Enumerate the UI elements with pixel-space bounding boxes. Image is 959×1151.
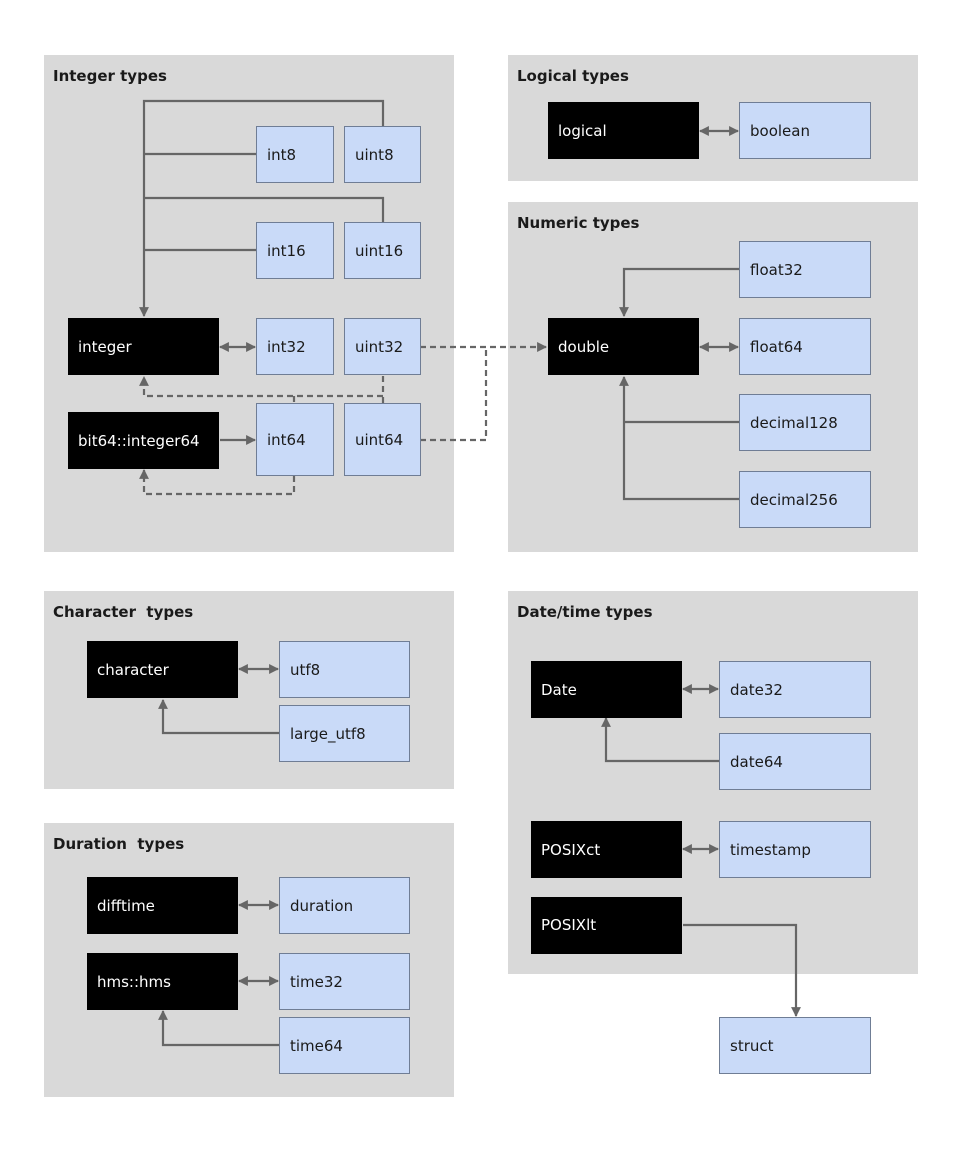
posixlt-box: POSIXlt: [531, 897, 682, 954]
int8-label: int8: [267, 145, 297, 164]
link-large-utf8-character: [158, 699, 280, 735]
time32-label: time32: [290, 972, 343, 991]
character-label: character: [97, 660, 169, 679]
uint8-box: uint8: [344, 126, 421, 183]
struct-box: struct: [719, 1017, 871, 1074]
date64-label: date64: [730, 752, 783, 771]
boolean-box: boolean: [739, 102, 871, 159]
uint16-box: uint16: [344, 222, 421, 279]
int64-label: int64: [267, 430, 306, 449]
link-time64-hms: [158, 1010, 280, 1047]
decimal256-box: decimal256: [739, 471, 871, 528]
logical-box: logical: [548, 102, 699, 159]
character-types-title: Character types: [53, 603, 194, 621]
large-utf8-label: large_utf8: [290, 724, 366, 743]
date-box: Date: [531, 661, 682, 718]
date-label: Date: [541, 680, 577, 699]
timestamp-box: timestamp: [719, 821, 871, 878]
int64-box: int64: [256, 403, 334, 476]
float32-label: float32: [750, 260, 803, 279]
hms-box: hms::hms: [87, 953, 238, 1010]
boolean-label: boolean: [750, 121, 810, 140]
struct-label: struct: [730, 1036, 774, 1055]
decimal256-label: decimal256: [750, 490, 838, 509]
float64-box: float64: [739, 318, 871, 375]
hms-label: hms::hms: [97, 972, 171, 991]
decimal128-label: decimal128: [750, 413, 838, 432]
utf8-label: utf8: [290, 660, 321, 679]
character-box: character: [87, 641, 238, 698]
time64-label: time64: [290, 1036, 343, 1055]
logical-types-title: Logical types: [517, 67, 629, 85]
utf8-box: utf8: [279, 641, 410, 698]
link-uint8-integer: [139, 99, 385, 317]
double-label: double: [558, 337, 610, 356]
uint16-label: uint16: [355, 241, 404, 260]
bit64-integer64-box: bit64::integer64: [68, 412, 219, 469]
double-box: double: [548, 318, 699, 375]
duration-label: duration: [290, 896, 354, 915]
large-utf8-box: large_utf8: [279, 705, 410, 762]
link-float32-double: [619, 267, 740, 317]
int16-box: int16: [256, 222, 334, 279]
date64-box: date64: [719, 733, 871, 790]
posixct-box: POSIXct: [531, 821, 682, 878]
link-uint16-integer: [144, 196, 385, 222]
duration-types-title: Duration types: [53, 835, 185, 853]
timestamp-label: timestamp: [730, 840, 811, 859]
uint64-box: uint64: [344, 403, 421, 476]
int32-label: int32: [267, 337, 306, 356]
link-uint64-double: [420, 347, 488, 442]
time32-box: time32: [279, 953, 410, 1010]
decimal128-box: decimal128: [739, 394, 871, 451]
float64-label: float64: [750, 337, 803, 356]
datetime-types-title: Date/time types: [517, 603, 653, 621]
uint32-box: uint32: [344, 318, 421, 375]
posixlt-label: POSIXlt: [541, 916, 597, 934]
integer-box: integer: [68, 318, 219, 375]
difftime-box: difftime: [87, 877, 238, 934]
link-date64-date: [601, 717, 720, 763]
link-decimal-double: [619, 376, 740, 501]
date32-label: date32: [730, 680, 783, 699]
logical-label: logical: [558, 121, 607, 140]
integer-label: integer: [78, 337, 132, 356]
duration-box: duration: [279, 877, 410, 934]
link-int64-bit64: [139, 469, 296, 496]
uint8-label: uint8: [355, 145, 394, 164]
bit64-integer64-label: bit64::integer64: [78, 431, 200, 450]
time64-box: time64: [279, 1017, 410, 1074]
posixct-label: POSIXct: [541, 840, 601, 859]
int32-box: int32: [256, 318, 334, 375]
integer-types-title: Integer types: [53, 67, 167, 85]
uint32-label: uint32: [355, 337, 404, 356]
link-posixlt-struct: [683, 923, 801, 1017]
float32-box: float32: [739, 241, 871, 298]
int16-label: int16: [267, 241, 306, 260]
numeric-types-title: Numeric types: [517, 214, 640, 232]
difftime-label: difftime: [97, 896, 155, 915]
int8-box: int8: [256, 126, 334, 183]
date32-box: date32: [719, 661, 871, 718]
uint64-label: uint64: [355, 430, 404, 449]
link-uint32-int64-integer: [139, 376, 385, 398]
